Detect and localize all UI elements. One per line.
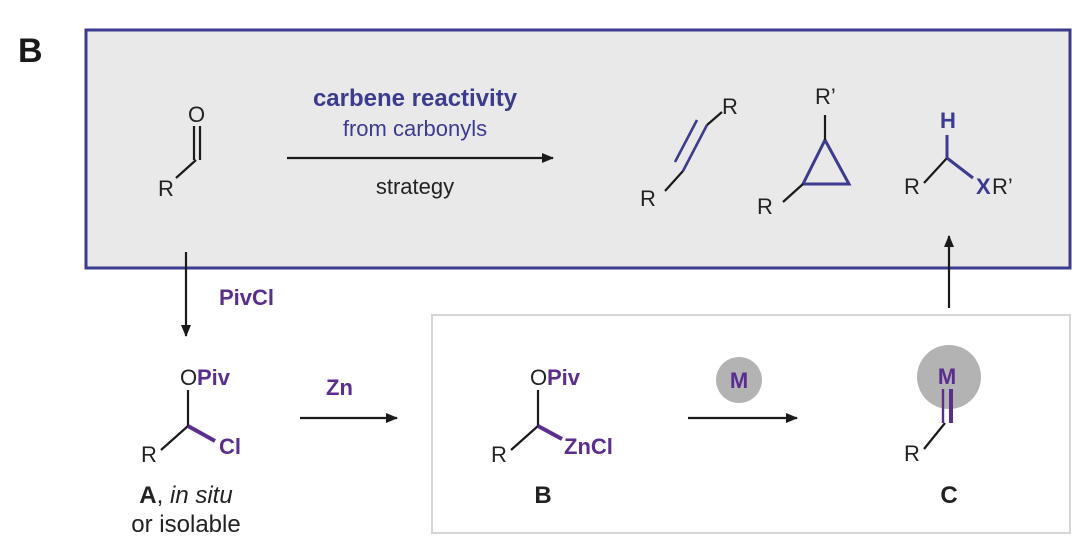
compound-a-piv: Piv	[197, 365, 231, 390]
insertion-r-label: R	[904, 174, 920, 199]
compound-b-r-label: R	[491, 442, 507, 467]
compound-a-cl-label: Cl	[219, 434, 241, 459]
compound-c-caption: C	[940, 482, 957, 509]
strategy-arrow-label: strategy	[376, 174, 454, 199]
aldehyde-r-label: R	[158, 176, 174, 201]
insertion-h-label: H	[940, 108, 956, 133]
compound-c-metal-circle	[917, 345, 981, 409]
metal-catalyst-label: M	[730, 368, 748, 393]
aldehyde-oxygen: O	[188, 102, 205, 127]
strategy-arrow-title: carbene reactivity	[313, 85, 518, 112]
aldehyde-structure: O R	[158, 102, 205, 201]
compound-b-caption: B	[534, 482, 551, 509]
olefin-product: R R	[640, 94, 738, 211]
compound-a-caption: A, in situ	[139, 482, 232, 509]
compound-a-caption-letter: A	[139, 482, 156, 509]
compound-a-oxygen: O	[180, 365, 197, 390]
compound-c-structure: M R	[904, 345, 981, 466]
compound-a-structure: O Piv R Cl	[141, 365, 241, 467]
metal-catalyst-circle	[716, 357, 762, 403]
compound-b-piv: Piv	[547, 365, 581, 390]
olefin-r-bottom: R	[640, 186, 656, 211]
olefin-r-top: R	[722, 94, 738, 119]
compound-a-r-label: R	[141, 442, 157, 467]
intermediate-box	[431, 314, 1071, 534]
insertion-x-label: X	[976, 174, 991, 199]
panel-label: B	[18, 32, 43, 70]
zn-reagent: Zn	[326, 375, 353, 400]
cyclopropane-product: R’ R	[757, 84, 852, 219]
insertion-product: H R X R’	[904, 108, 1013, 199]
compound-b-structure: O Piv R ZnCl	[491, 365, 613, 467]
pivcl-reagent: PivCl	[219, 285, 274, 310]
cyclopropane-r-left: R	[757, 194, 773, 219]
cyclopropane-r-prime: R’	[815, 84, 836, 109]
strategy-box	[84, 28, 1072, 270]
compound-a-caption-italic: in situ	[170, 482, 233, 509]
compound-a-caption-line2: or isolable	[131, 511, 240, 538]
compound-b-zncl-label: ZnCl	[564, 434, 613, 459]
compound-b-oxygen: O	[530, 365, 547, 390]
compound-c-r-label: R	[904, 441, 920, 466]
compound-a-caption-comma: ,	[157, 482, 170, 509]
compound-c-metal-label: M	[938, 364, 956, 389]
insertion-r-prime: R’	[992, 174, 1013, 199]
strategy-arrow-subtitle: from carbonyls	[343, 116, 487, 141]
